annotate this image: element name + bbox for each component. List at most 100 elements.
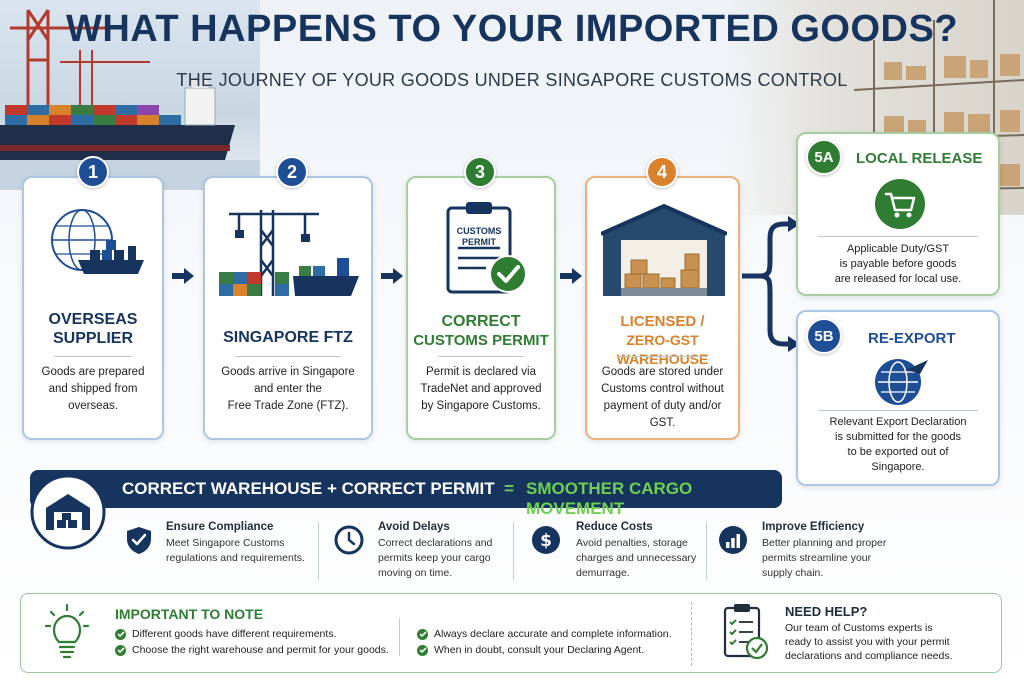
check-icon bbox=[115, 628, 126, 640]
benefit-desc: Avoid penalties, storage charges and unn… bbox=[576, 536, 706, 581]
list-item: Different goods have different requireme… bbox=[115, 626, 389, 642]
check-icon bbox=[417, 628, 428, 640]
desc-line: Singapore. bbox=[871, 461, 925, 473]
note-text: Always declare accurate and complete inf… bbox=[434, 628, 672, 640]
note-right-list: Always declare accurate and complete inf… bbox=[417, 626, 672, 658]
warehouse-badge-icon bbox=[30, 474, 106, 550]
step-4-description: Goods are stored under Customs control w… bbox=[595, 364, 730, 432]
list-item: Choose the right warehouse and permit fo… bbox=[115, 642, 389, 658]
shield-check-icon bbox=[127, 527, 151, 554]
step-3-badge: 3 bbox=[464, 156, 496, 188]
arrow-right-icon bbox=[172, 268, 194, 284]
desc-line: Avoid penalties, storage bbox=[576, 537, 688, 549]
step-1-title-line2: SUPPLIER bbox=[52, 330, 133, 347]
outcome-5a-description: Applicable Duty/GST is payable before go… bbox=[806, 242, 990, 287]
desc-line: by Singapore Customs. bbox=[421, 400, 541, 412]
divider bbox=[235, 356, 341, 357]
help-title: NEED HELP? bbox=[785, 604, 868, 619]
important-note-box: IMPORTANT TO NOTE Different goods have d… bbox=[20, 593, 1002, 673]
benefit-desc: Meet Singapore Customs regulations and r… bbox=[166, 536, 316, 566]
desc-line: Permit is declared via bbox=[426, 366, 536, 378]
desc-line: are released for local use. bbox=[834, 273, 962, 285]
desc-line: supply chain. bbox=[762, 567, 824, 579]
step-2-title: SINGAPORE FTZ bbox=[223, 329, 353, 346]
branch-connector-icon bbox=[742, 216, 800, 352]
benefit-desc: Better planning and proper permits strea… bbox=[762, 536, 902, 581]
desc-line: and enter the bbox=[254, 383, 322, 395]
clipboard-checklist-icon bbox=[723, 604, 769, 660]
desc-line: Customs control without bbox=[601, 383, 724, 395]
desc-line: permits streamline your bbox=[762, 552, 872, 564]
globe-ship-icon bbox=[51, 209, 144, 274]
benefit-reduce-costs: Reduce Costs Avoid penalties, storage ch… bbox=[576, 521, 706, 581]
step-4-title-line1: LICENSED / bbox=[620, 313, 705, 330]
globe-plane-icon bbox=[875, 359, 928, 405]
dollar-icon: $ bbox=[532, 526, 560, 554]
outcome-5b-title: RE-EXPORT bbox=[868, 330, 956, 347]
note-left-list: Different goods have different requireme… bbox=[115, 626, 389, 658]
bar-chart-icon bbox=[719, 526, 747, 554]
list-item: When in doubt, consult your Declaring Ag… bbox=[417, 642, 672, 658]
benefit-title: Reduce Costs bbox=[576, 521, 653, 533]
step-4-badge: 4 bbox=[646, 156, 678, 188]
desc-line: charges and unnecessary bbox=[576, 552, 697, 564]
step-card-licensed-warehouse: LICENSED / ZERO-GST WAREHOUSE Goods are … bbox=[585, 176, 740, 440]
desc-line: moving on time. bbox=[378, 567, 453, 579]
outcome-5b-badge: 5B bbox=[806, 318, 842, 354]
desc-line: permits keep your cargo bbox=[378, 552, 491, 564]
step-3-title-line1: CORRECT bbox=[441, 313, 521, 330]
warehouse-icon bbox=[601, 204, 727, 296]
desc-line: Correct declarations and bbox=[378, 537, 493, 549]
divider bbox=[617, 356, 708, 357]
shopping-cart-icon bbox=[875, 179, 925, 229]
desc-line: to be exported out of bbox=[847, 446, 949, 458]
step-1-description: Goods are prepared and shipped from over… bbox=[32, 364, 154, 415]
divider bbox=[691, 602, 692, 666]
desc-line: Better planning and proper bbox=[762, 537, 887, 549]
divider bbox=[818, 236, 978, 237]
list-item: Always declare accurate and complete inf… bbox=[417, 626, 672, 642]
desc-line: and shipped from bbox=[48, 383, 138, 395]
step-2-description: Goods arrive in Singapore and enter the … bbox=[213, 364, 363, 415]
permit-label-1: CUSTOMS bbox=[456, 226, 502, 236]
desc-line: overseas. bbox=[68, 400, 118, 412]
step-card-customs-permit: CUSTOMS PERMIT CORRECT CUSTOMS PERMIT Pe… bbox=[406, 176, 556, 440]
note-text: When in doubt, consult your Declaring Ag… bbox=[434, 644, 645, 656]
benefit-title: Improve Efficiency bbox=[762, 521, 865, 533]
benefit-title: Avoid Delays bbox=[378, 521, 450, 533]
step-1-badge: 1 bbox=[77, 156, 109, 188]
banner-right-text: SMOOTHER CARGO MOVEMENT bbox=[526, 479, 693, 518]
desc-line: Meet Singapore Customs bbox=[166, 537, 285, 549]
desc-line: Free Trade Zone (FTZ). bbox=[227, 400, 349, 412]
desc-line: demurrage. bbox=[576, 567, 630, 579]
arrow-right-icon bbox=[381, 268, 403, 284]
divider bbox=[818, 410, 978, 411]
desc-line: is payable before goods bbox=[839, 258, 957, 270]
lightbulb-icon bbox=[45, 604, 89, 659]
note-title: IMPORTANT TO NOTE bbox=[115, 606, 264, 622]
step-3-description: Permit is declared via TradeNet and appr… bbox=[416, 364, 546, 415]
desc-line: Goods are stored under bbox=[601, 366, 724, 378]
note-text: Different goods have different requireme… bbox=[132, 628, 337, 640]
port-crane-ship-icon bbox=[219, 210, 359, 296]
step-1-title-line1: OVERSEAS bbox=[48, 311, 138, 328]
desc-line: Goods arrive in Singapore bbox=[221, 366, 355, 378]
desc-line: regulations and requirements. bbox=[166, 552, 305, 564]
benefit-desc: Correct declarations and permits keep yo… bbox=[378, 536, 508, 581]
benefit-avoid-delays: Avoid Delays Correct declarations and pe… bbox=[378, 521, 508, 581]
outcome-5a-title: LOCAL RELEASE bbox=[856, 150, 983, 167]
desc-line: declarations and compliance needs. bbox=[785, 650, 953, 662]
outcome-5a-badge: 5A bbox=[806, 139, 842, 175]
benefit-improve-efficiency: Improve Efficiency Better planning and p… bbox=[762, 521, 902, 581]
desc-line: payment of duty and/or GST. bbox=[603, 400, 722, 429]
outcome-5b-description: Relevant Export Declaration is submitted… bbox=[806, 415, 990, 475]
note-text: Choose the right warehouse and permit fo… bbox=[132, 644, 389, 656]
benefit-title: Ensure Compliance bbox=[166, 521, 274, 533]
desc-line: Our team of Customs experts is bbox=[785, 622, 933, 634]
key-message-banner: CORRECT WAREHOUSE + CORRECT PERMIT = SMO… bbox=[30, 470, 782, 518]
svg-text:$: $ bbox=[540, 531, 552, 551]
desc-line: TradeNet and approved bbox=[420, 383, 542, 395]
permit-document-icon bbox=[446, 202, 527, 294]
desc-line: Relevant Export Declaration bbox=[829, 416, 967, 428]
step-3-title-line2: CUSTOMS PERMIT bbox=[413, 332, 549, 349]
